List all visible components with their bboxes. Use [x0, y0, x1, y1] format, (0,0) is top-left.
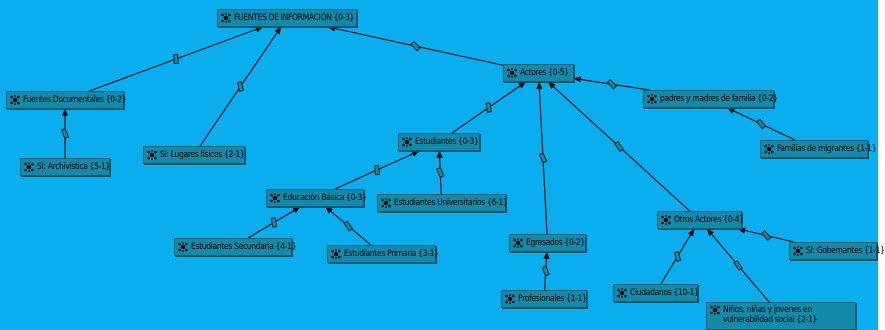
edge-relation-marker[interactable]: [270, 217, 278, 228]
network-code-icon: [647, 94, 657, 104]
edge-relation-marker[interactable]: [410, 40, 421, 52]
code-node-profesionales[interactable]: Profesionales {1-1}: [501, 290, 587, 308]
edge-relation-marker[interactable]: [761, 230, 772, 241]
node-label: padres y madres de familia {0-2}: [660, 94, 778, 104]
code-node-si-lugares-fisicos[interactable]: SI: Lugares físicos {2-1}: [143, 146, 245, 164]
edge-relation-marker[interactable]: [538, 152, 548, 164]
network-code-icon: [147, 150, 157, 160]
code-node-estudiantes-universitarios[interactable]: Estudiantes Universitarios {6-1}: [377, 194, 508, 212]
node-label: SI: Archivistica {5-1}: [37, 162, 111, 172]
edge-relation-marker[interactable]: [756, 118, 767, 130]
code-node-padres-y-madres-de-familia[interactable]: padres y madres de familia {0-2}: [643, 90, 778, 108]
code-node-si-archivistica[interactable]: SI: Archivistica {5-1}: [20, 158, 110, 176]
code-node-ninos-ninas-y-jovenes[interactable]: Niños, niñas y jovenes en vulnerabilidad…: [706, 302, 856, 330]
node-label: Niños, niñas y jovenes en vulnerabilidad…: [723, 305, 817, 325]
edge-relation-marker[interactable]: [673, 251, 682, 262]
edge-relation-marker[interactable]: [173, 53, 179, 65]
code-node-ciudadanos[interactable]: Ciudadanos {10-1}: [613, 284, 699, 302]
node-label: Estudiantes {0-3}: [415, 137, 479, 147]
node-label: Estudiantes Primaria {3-1}: [344, 249, 439, 259]
network-code-icon: [24, 162, 34, 172]
network-code-icon: [793, 246, 803, 256]
node-label: Ciudadanos {10-1}: [630, 288, 699, 298]
node-label: Egresados {0-2}: [526, 238, 585, 248]
node-label: Actores {0-5}: [520, 68, 569, 78]
network-code-icon: [270, 193, 280, 203]
network-code-icon: [764, 144, 774, 154]
network-code-icon: [505, 294, 515, 304]
code-node-estudiantes[interactable]: Estudiantes {0-3}: [398, 133, 480, 151]
node-label: Familias de migrantes {1-1}: [777, 144, 877, 154]
network-code-icon: [331, 249, 341, 259]
node-label: Educación Básica {0-3}: [283, 193, 367, 203]
node-label: SI: Lugares físicos {2-1}: [160, 150, 245, 160]
network-code-icon: [710, 305, 720, 315]
edge-relation-marker[interactable]: [733, 260, 743, 271]
code-node-estudiantes-secundaria[interactable]: Estudiantes Secundaria {4-1}: [174, 238, 296, 256]
node-label: Fuentes Documentales {0-2}: [23, 95, 127, 105]
network-code-icon: [221, 13, 231, 23]
code-node-egresados[interactable]: Egresados {0-2}: [509, 234, 586, 252]
edge-relation-marker[interactable]: [374, 164, 380, 176]
node-label: Profesionales {1-1}: [518, 294, 587, 304]
node-label: Estudiantes Secundaria {4-1}: [191, 242, 297, 252]
edge-relation-marker[interactable]: [541, 265, 550, 277]
edge-relation-marker[interactable]: [606, 78, 617, 90]
edge-relation-marker[interactable]: [614, 141, 624, 152]
edge-relation-marker[interactable]: [343, 220, 354, 232]
code-node-familias-de-migrantes[interactable]: Familias de migrantes {1-1}: [760, 140, 877, 158]
code-node-fuentes-documentales[interactable]: Fuentes Documentales {0-2}: [6, 91, 127, 109]
network-code-icon: [402, 137, 412, 147]
node-label: FUENTES DE INFORMACIÓN {0-3}: [234, 13, 355, 23]
code-node-educacion-basica[interactable]: Educación Básica {0-3}: [266, 189, 367, 207]
node-label: Estudiantes Universitarios {6-1}: [394, 198, 508, 208]
code-node-si-gobernantes[interactable]: SI: Gobernantes {1-1}: [789, 242, 885, 260]
code-node-otros-actores[interactable]: Otros Actores {0-4}: [657, 211, 744, 229]
edge-relation-marker[interactable]: [60, 128, 70, 139]
network-code-icon: [178, 242, 188, 252]
network-code-icon: [10, 95, 20, 105]
edge-relation-marker[interactable]: [436, 167, 445, 178]
code-node-actores[interactable]: Actores {0-5}: [503, 64, 574, 82]
network-code-icon: [381, 198, 391, 208]
node-label: Otros Actores {0-4}: [674, 215, 744, 225]
code-node-estudiantes-primaria[interactable]: Estudiantes Primaria {3-1}: [327, 245, 439, 263]
network-code-icon: [513, 238, 523, 248]
network-code-icon: [507, 68, 517, 78]
edge-relation-marker[interactable]: [236, 81, 245, 92]
network-code-icon: [617, 288, 627, 298]
code-node-fuentes-de-informacion[interactable]: FUENTES DE INFORMACIÓN {0-3}: [217, 9, 357, 27]
node-label: SI: Gobernantes {1-1}: [806, 246, 885, 256]
edge-relation-marker[interactable]: [485, 102, 492, 113]
network-code-icon: [661, 215, 671, 225]
